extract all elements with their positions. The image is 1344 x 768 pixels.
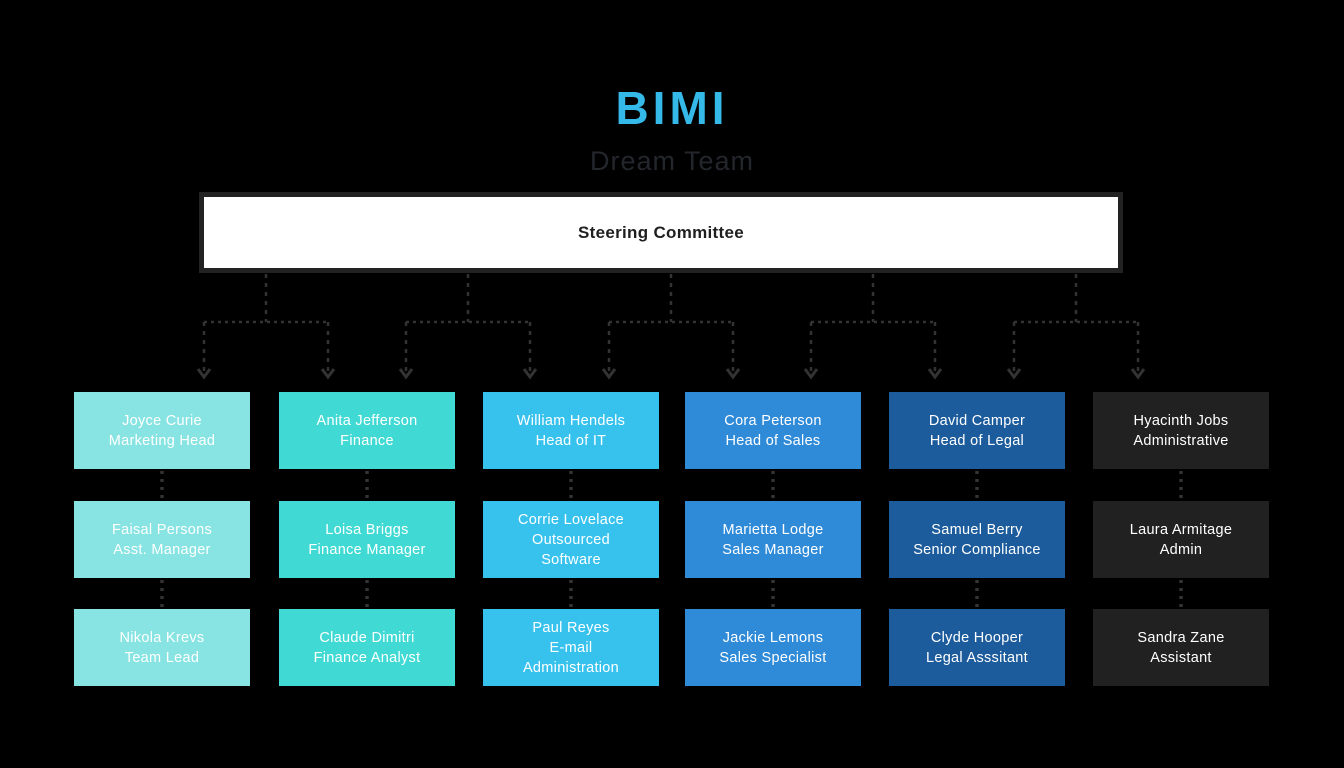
org-node-marketing-head[interactable]: Joyce Curie Marketing Head: [74, 392, 250, 469]
org-node-legal-assistant[interactable]: Clyde Hooper Legal Asssitant: [889, 609, 1065, 686]
org-node-it-head[interactable]: William Hendels Head of IT: [483, 392, 659, 469]
member-role: Finance: [340, 432, 394, 449]
member-name: Faisal Persons: [111, 521, 213, 538]
member-role: Sales Manager: [722, 541, 824, 558]
org-node-sales-head[interactable]: Cora Peterson Head of Sales: [685, 392, 861, 469]
root-node-steering-committee[interactable]: Steering Committee: [199, 192, 1123, 273]
member-name: Laura Armitage: [1129, 521, 1233, 538]
member-role: Head of Sales: [725, 432, 821, 449]
member-role: Sales Specialist: [719, 649, 827, 666]
org-node-legal-senior-compliance[interactable]: Samuel Berry Senior Compliance: [889, 501, 1065, 578]
member-name: Claude Dimitri: [319, 629, 415, 646]
member-role: Team Lead: [124, 649, 200, 666]
member-role: Finance Manager: [308, 541, 426, 558]
org-node-marketing-team-lead[interactable]: Nikola Krevs Team Lead: [74, 609, 250, 686]
member-role: Senior Compliance: [913, 541, 1041, 558]
member-role: Administrative: [1133, 432, 1229, 449]
org-node-finance-head[interactable]: Anita Jefferson Finance: [279, 392, 455, 469]
org-node-legal-head[interactable]: David Camper Head of Legal: [889, 392, 1065, 469]
member-role: Head of IT: [535, 432, 607, 449]
org-node-finance-analyst[interactable]: Claude Dimitri Finance Analyst: [279, 609, 455, 686]
org-node-administrative-assistant[interactable]: Sandra Zane Assistant: [1093, 609, 1269, 686]
member-role: Head of Legal: [929, 432, 1025, 449]
root-node-label: Steering Committee: [578, 222, 744, 242]
brand-title: BIMI: [615, 82, 729, 134]
member-name: Jackie Lemons: [722, 629, 824, 646]
member-role: Asst. Manager: [113, 541, 211, 558]
org-node-marketing-asst-manager[interactable]: Faisal Persons Asst. Manager: [74, 501, 250, 578]
member-role: Legal Asssitant: [925, 649, 1029, 666]
org-node-finance-manager[interactable]: Loisa Briggs Finance Manager: [279, 501, 455, 578]
member-name: Paul Reyes: [532, 619, 610, 636]
member-role: Finance Analyst: [313, 649, 421, 666]
member-name: Loisa Briggs: [325, 521, 409, 538]
org-node-administrative-admin[interactable]: Laura Armitage Admin: [1093, 501, 1269, 578]
member-role: Marketing Head: [108, 432, 216, 449]
member-name: Cora Peterson: [724, 412, 822, 429]
org-node-sales-manager[interactable]: Marietta Lodge Sales Manager: [685, 501, 861, 578]
member-name: Sandra Zane: [1137, 629, 1225, 646]
member-name: Marietta Lodge: [722, 521, 824, 538]
org-node-it-outsourced-software[interactable]: Corrie Lovelace Outsourced Software: [483, 501, 659, 578]
member-name: Hyacinth Jobs: [1133, 412, 1229, 429]
member-name: Samuel Berry: [931, 521, 1023, 538]
org-node-it-email-administration[interactable]: Paul Reyes E-mail Administration: [483, 609, 659, 686]
member-name: William Hendels: [516, 412, 626, 429]
member-role: Assistant: [1150, 649, 1212, 666]
member-role: E-mail Administration: [522, 639, 620, 676]
page-subtitle: Dream Team: [589, 146, 755, 176]
member-name: Nikola Krevs: [119, 629, 205, 646]
member-name: Anita Jefferson: [316, 412, 418, 429]
member-name: Corrie Lovelace: [517, 511, 625, 528]
member-name: Clyde Hooper: [930, 629, 1024, 646]
member-name: Joyce Curie: [122, 412, 202, 429]
member-role: Admin: [1159, 541, 1203, 558]
member-role: Outsourced Software: [532, 531, 610, 568]
org-node-sales-specialist[interactable]: Jackie Lemons Sales Specialist: [685, 609, 861, 686]
org-node-administrative-head[interactable]: Hyacinth Jobs Administrative: [1093, 392, 1269, 469]
member-name: David Camper: [928, 412, 1026, 429]
